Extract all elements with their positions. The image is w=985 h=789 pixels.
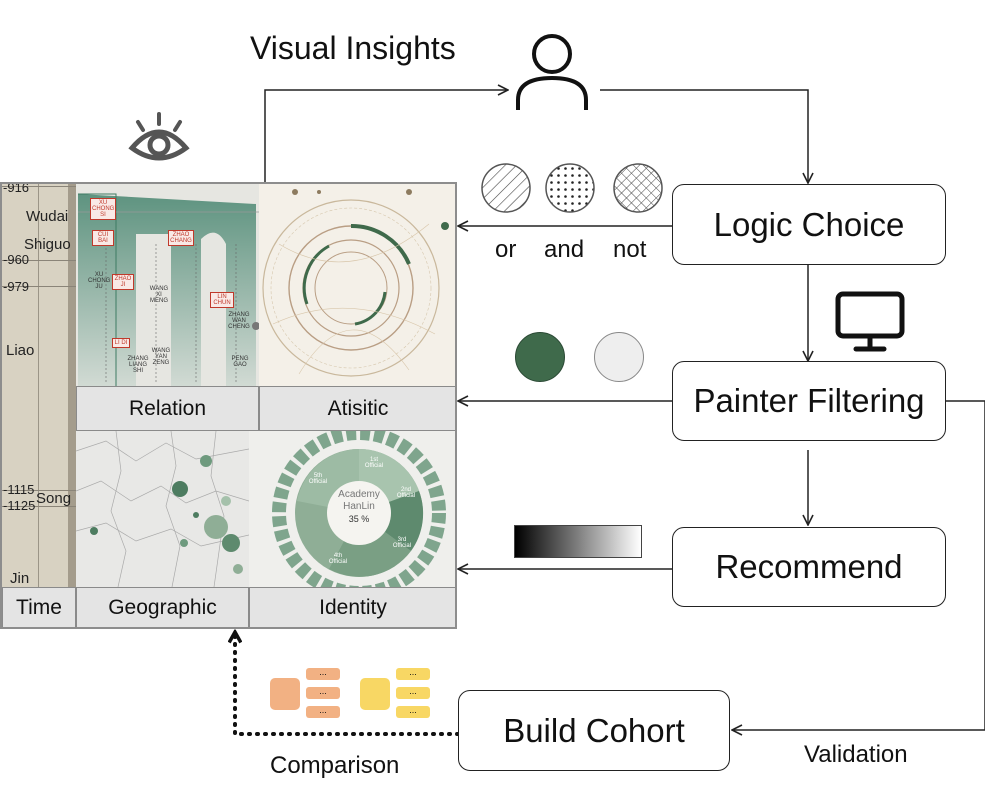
arrow-validation — [732, 400, 985, 730]
timeline-tick: -960 — [3, 252, 30, 267]
timeline-view[interactable]: -916 -960 -979 -1115 -1125 Wudai Shiguo … — [2, 184, 76, 587]
timeline-era: Wudai — [26, 208, 69, 225]
logic-label-and: and — [544, 236, 585, 263]
relation-name[interactable]: XU CHONG SI — [90, 198, 116, 220]
identity-segment[interactable]: 2nd Official — [396, 487, 416, 499]
visual-insights-label: Visual Insights — [250, 30, 456, 66]
relation-view[interactable]: XU CHONG SI CUI BAI ZHAO CHANG XU CHONG … — [76, 184, 259, 386]
logic-pattern-circles — [481, 163, 663, 213]
relation-name[interactable]: XU CHONG JU — [88, 272, 111, 290]
relation-name[interactable]: CUI BAI — [92, 230, 114, 246]
tab-geographic[interactable]: Geographic — [76, 587, 249, 627]
validation-label: Validation — [804, 741, 908, 768]
identity-center-label: Academy HanLin 35 % — [338, 489, 380, 524]
relation-name[interactable]: ZHAO JI — [112, 274, 134, 290]
cohort-orange-icon: ... ... ... — [270, 668, 342, 720]
recommend-box[interactable]: Recommend — [672, 527, 946, 607]
relation-name[interactable]: LI DI — [112, 338, 130, 348]
timeline-tick: -916 — [3, 182, 30, 195]
logic-label-not: not — [613, 236, 647, 263]
arrow-insights-to-user — [264, 90, 508, 183]
tab-atisitic[interactable]: Atisitic — [259, 386, 455, 431]
arrow-comparison — [235, 632, 460, 736]
identity-segment[interactable]: 4th Official — [328, 553, 348, 565]
tab-identity[interactable]: Identity — [249, 587, 455, 627]
relation-name[interactable]: PENG GAO — [231, 356, 249, 368]
identity-segment[interactable]: 3rd Official — [392, 537, 412, 549]
relation-name[interactable]: ZHAO CHANG — [168, 230, 194, 246]
and-pattern-circle — [545, 163, 595, 213]
tab-time[interactable]: Time — [2, 587, 76, 627]
timeline-tick: -979 — [3, 279, 30, 294]
relation-name[interactable]: WANG YAN ZENG — [151, 348, 171, 366]
monitor-icon — [835, 291, 905, 352]
timeline-era: Jin — [10, 570, 30, 587]
identity-view[interactable]: Academy HanLin 35 % 1st Official 2nd Off… — [249, 431, 455, 587]
timeline-tick: -1115 — [3, 482, 35, 497]
comparison-label: Comparison — [270, 752, 400, 779]
cohort-yellow-icon: ... ... ... — [360, 668, 432, 720]
timeline-era: Song — [36, 490, 72, 507]
light-gray-circle — [594, 332, 644, 382]
geographic-view[interactable] — [76, 431, 249, 587]
relation-name[interactable]: LIN CHUN — [210, 292, 234, 308]
visualization-panel: -916 -960 -979 -1115 -1125 Wudai Shiguo … — [0, 182, 457, 629]
eye-icon — [128, 112, 190, 161]
not-pattern-circle — [613, 163, 663, 213]
timeline-era: Liao — [6, 342, 35, 359]
or-pattern-circle — [481, 163, 531, 213]
artistic-view[interactable] — [259, 184, 455, 386]
dark-green-circle — [515, 332, 565, 382]
arrow-user-to-logic — [600, 89, 808, 183]
build-cohort-box[interactable]: Build Cohort — [458, 690, 730, 771]
relation-name[interactable]: ZHANG LIANG SHI — [127, 356, 149, 374]
identity-segment[interactable]: 5th Official — [308, 473, 328, 485]
logic-label-or: or — [495, 236, 517, 263]
tab-relation[interactable]: Relation — [76, 386, 259, 431]
timeline-era: Shiguo — [24, 236, 71, 253]
logic-choice-box[interactable]: Logic Choice — [672, 184, 946, 265]
painter-filtering-box[interactable]: Painter Filtering — [672, 361, 946, 441]
identity-segment[interactable]: 1st Official — [364, 457, 384, 469]
timeline-tick: -1125 — [3, 498, 36, 513]
gradient-bar — [514, 525, 642, 558]
relation-name[interactable]: ZHANG WAN CHENG — [228, 312, 250, 330]
relation-name[interactable]: WANG XI MENG — [149, 286, 169, 304]
user-icon — [516, 34, 588, 110]
